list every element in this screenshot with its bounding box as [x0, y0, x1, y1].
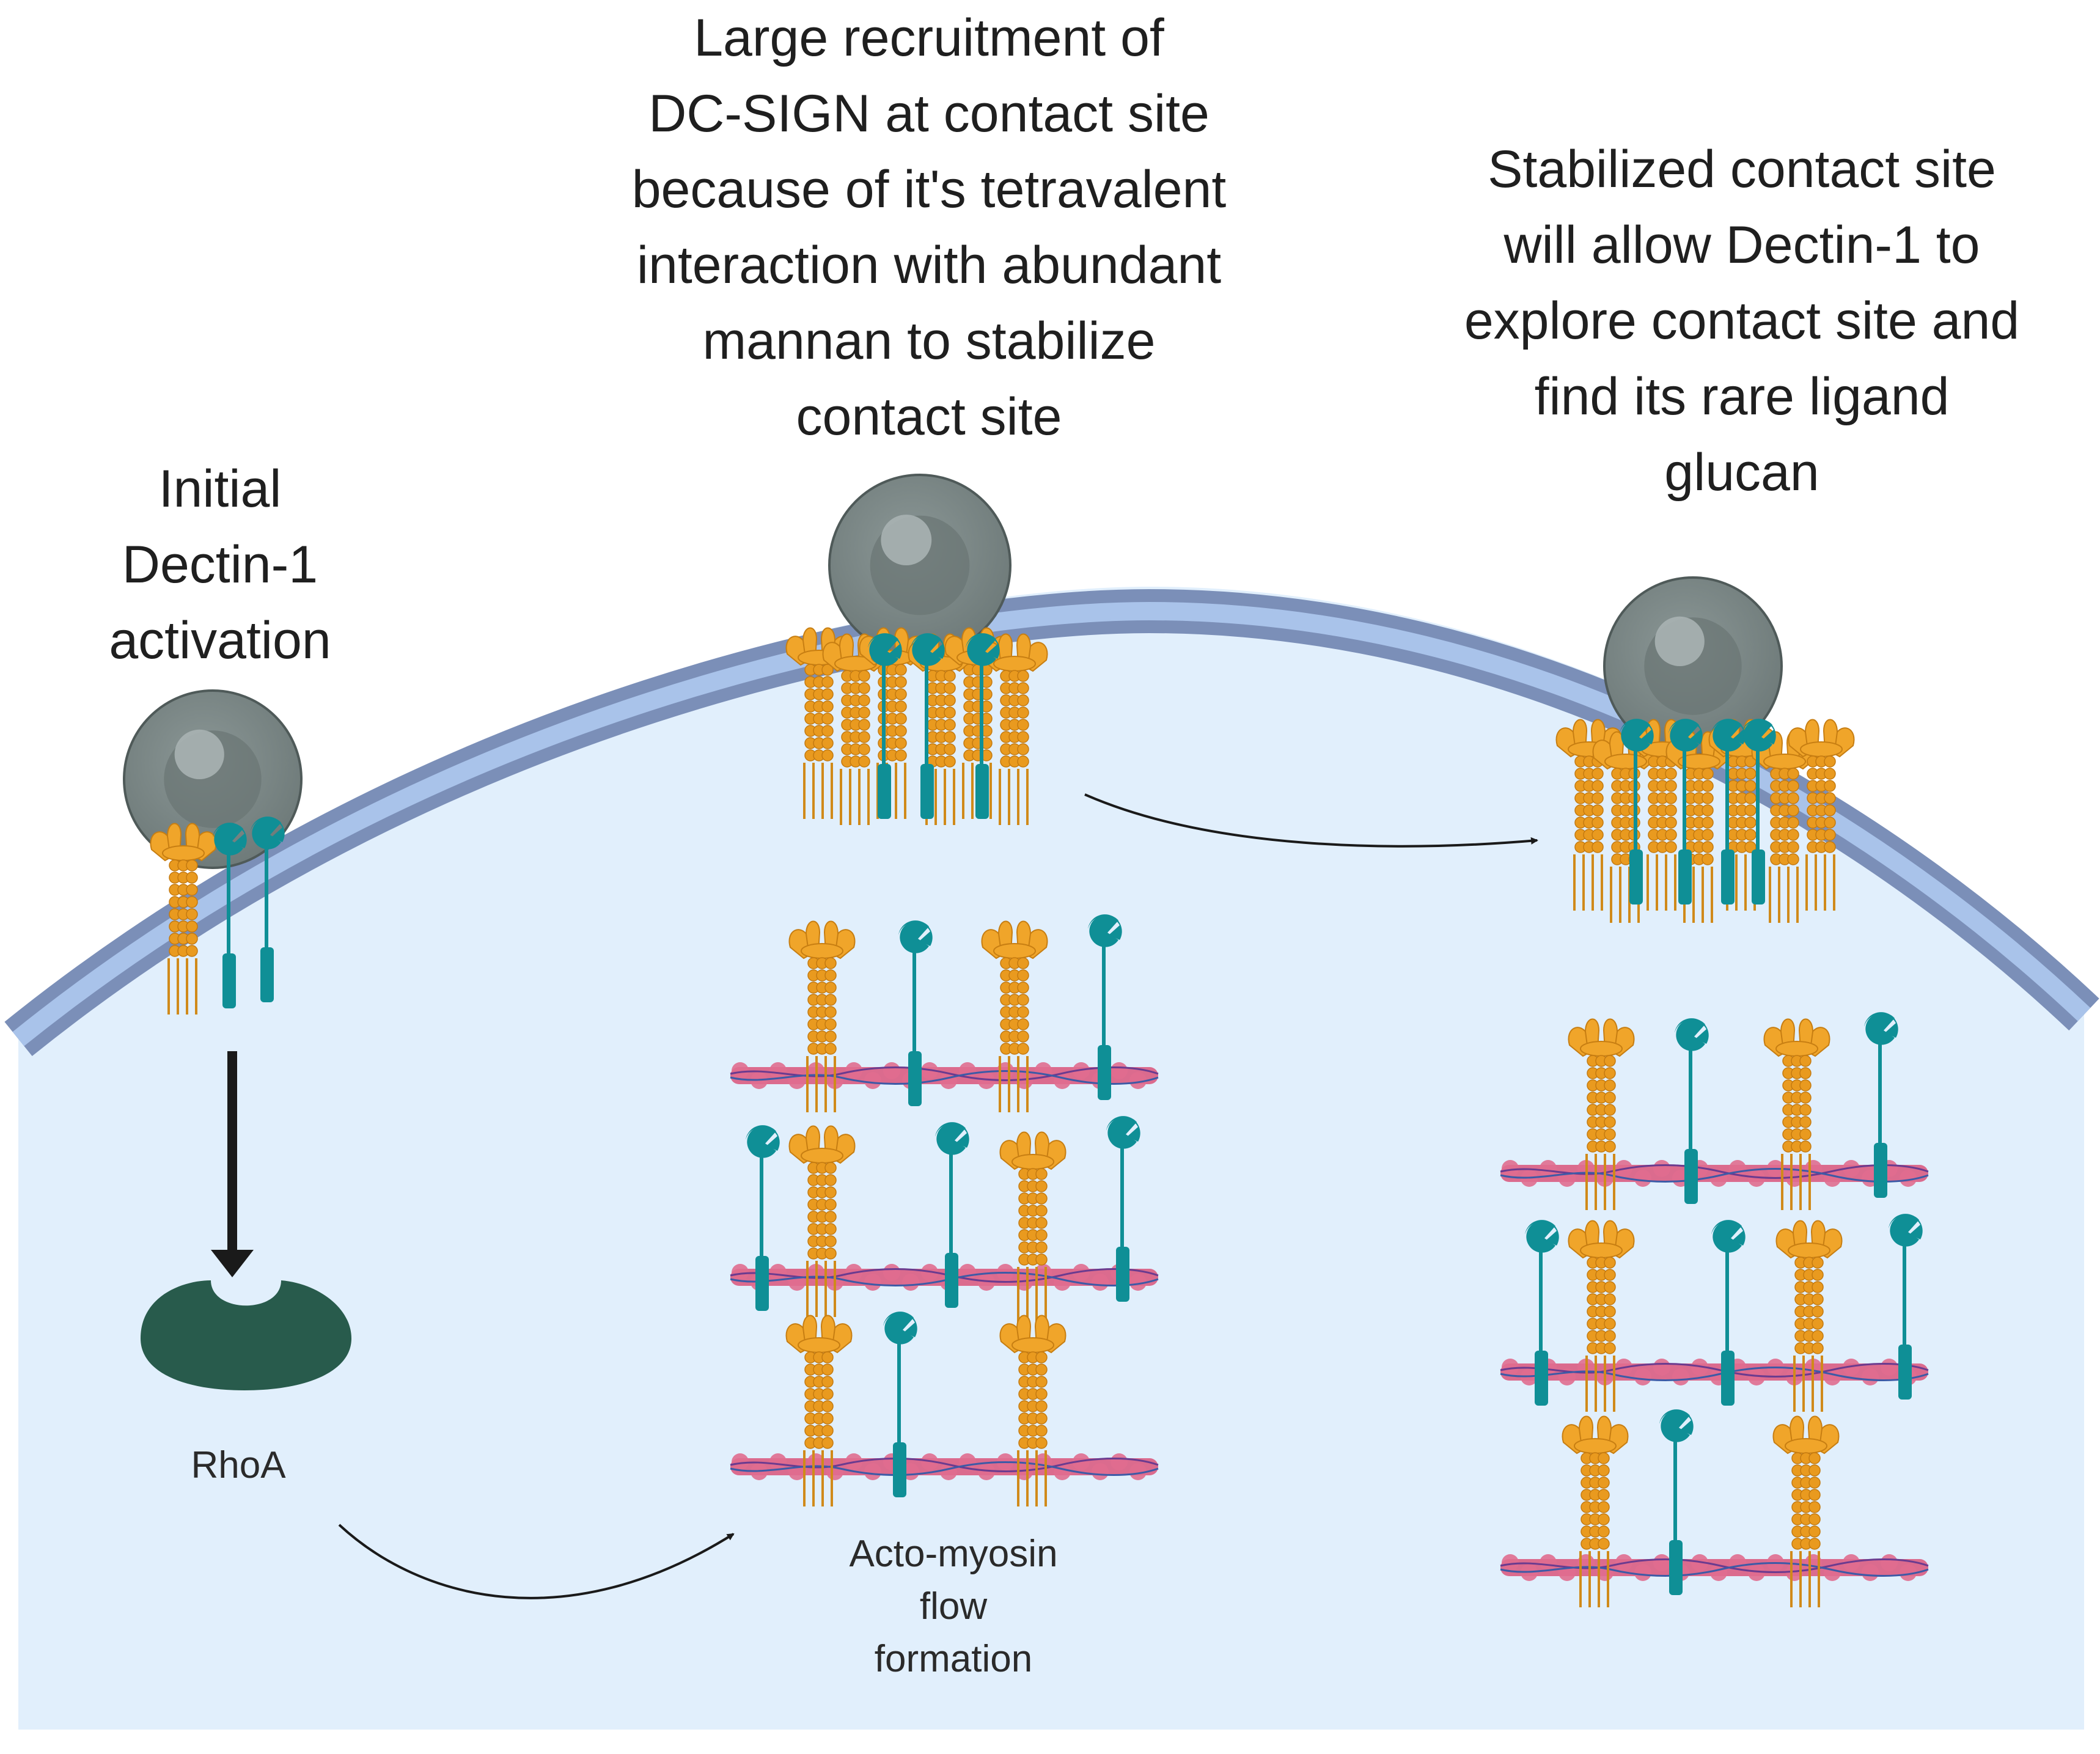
rhoa-protein — [141, 1280, 351, 1390]
caption-stabilized-line: will allow Dectin-1 to — [1503, 216, 1980, 274]
actin-monomer — [732, 1453, 749, 1470]
actomyosin-label: Acto-myosin flow formation — [795, 1528, 1112, 1686]
actin-monomer — [1881, 1359, 1898, 1376]
actin-monomer — [1900, 1564, 1917, 1581]
actomyosin-label-line: flow — [919, 1585, 988, 1627]
actin-monomer — [769, 1062, 787, 1079]
caption-initial: Initial Dectin-1 activation — [61, 451, 379, 678]
actin-monomer — [978, 1072, 995, 1089]
actin-monomer — [1129, 1072, 1147, 1089]
actin-monomer — [1129, 1463, 1147, 1480]
caption-stabilized: Stabilized contact site will allow Decti… — [1406, 131, 2078, 510]
actin-monomer — [732, 1062, 749, 1079]
actin-monomer — [1540, 1554, 1557, 1571]
actin-row — [1499, 1160, 1929, 1187]
actin-monomer — [1881, 1554, 1898, 1571]
actin-monomer — [732, 1264, 749, 1281]
particle-highlight — [1654, 616, 1705, 666]
actomyosin-label-line: Acto-myosin — [849, 1533, 1058, 1575]
actin-monomer — [1092, 1274, 1109, 1291]
actin-monomer — [978, 1463, 995, 1480]
activation-arrow-head — [211, 1250, 254, 1277]
actin-monomer — [1111, 1062, 1128, 1079]
actin-monomer — [864, 1274, 881, 1291]
actin-monomer — [1748, 1564, 1765, 1581]
actin-monomer — [769, 1453, 787, 1470]
actin-monomer — [769, 1264, 787, 1281]
actin-monomer — [1653, 1160, 1670, 1177]
actin-monomer — [978, 1274, 995, 1291]
actin-monomer — [1129, 1274, 1147, 1291]
actin-monomer — [1634, 1368, 1651, 1385]
actin-monomer — [1502, 1160, 1519, 1177]
caption-recruitment-line: interaction with abundant — [636, 236, 1222, 295]
actin-monomer — [902, 1274, 919, 1291]
actin-monomer — [864, 1072, 881, 1089]
actin-monomer — [1653, 1359, 1670, 1376]
actin-monomer — [883, 1062, 900, 1079]
flow-arrow — [338, 1524, 735, 1599]
actin-monomer — [1653, 1554, 1670, 1571]
caption-initial-line: Initial — [158, 460, 282, 518]
caption-recruitment-line: DC-SIGN at contact site — [648, 84, 1210, 143]
particle-recruitment — [828, 474, 1011, 657]
rhoa-label-text: RhoA — [191, 1444, 286, 1486]
actin-monomer — [1634, 1170, 1651, 1187]
actin-monomer — [1540, 1160, 1557, 1177]
actin-monomer — [1862, 1368, 1879, 1385]
actin-monomer — [1862, 1564, 1879, 1581]
actin-monomer — [1502, 1554, 1519, 1571]
rhoa-label: RhoA — [147, 1439, 330, 1492]
particle-stabilized — [1603, 576, 1783, 756]
actin-monomer — [1672, 1368, 1689, 1385]
particle-highlight — [881, 515, 932, 565]
actin-monomer — [1900, 1170, 1917, 1187]
actin-row — [729, 1453, 1159, 1480]
actin-monomer — [1748, 1170, 1765, 1187]
caption-initial-line: Dectin-1 — [122, 535, 318, 594]
caption-initial-line: activation — [109, 611, 331, 670]
caption-stabilized-line: explore contact site and — [1464, 292, 2020, 350]
particle-highlight — [174, 729, 224, 779]
caption-recruitment-line: mannan to stabilize — [702, 312, 1156, 370]
caption-recruitment-line: Large recruitment of — [694, 9, 1164, 67]
caption-recruitment: Large recruitment of DC-SIGN at contact … — [575, 0, 1283, 455]
actomyosin-label-line: formation — [874, 1638, 1033, 1680]
stabilization-arrow — [1084, 793, 1538, 848]
actin-monomer — [1092, 1463, 1109, 1480]
caption-recruitment-line: because of it's tetravalent — [631, 160, 1227, 219]
actin-monomer — [1502, 1359, 1519, 1376]
caption-stabilized-line: find its rare ligand — [1534, 367, 1950, 426]
caption-stabilized-line: Stabilized contact site — [1488, 140, 1996, 199]
caption-stabilized-line: glucan — [1664, 443, 1819, 502]
actin-row — [729, 1062, 1159, 1089]
actin-monomer — [883, 1264, 900, 1281]
actin-row — [729, 1264, 1159, 1291]
caption-recruitment-line: contact site — [796, 387, 1062, 446]
actin-monomer — [1111, 1453, 1128, 1470]
actin-monomer — [1748, 1368, 1765, 1385]
actin-monomer — [1634, 1564, 1651, 1581]
actin-monomer — [864, 1463, 881, 1480]
